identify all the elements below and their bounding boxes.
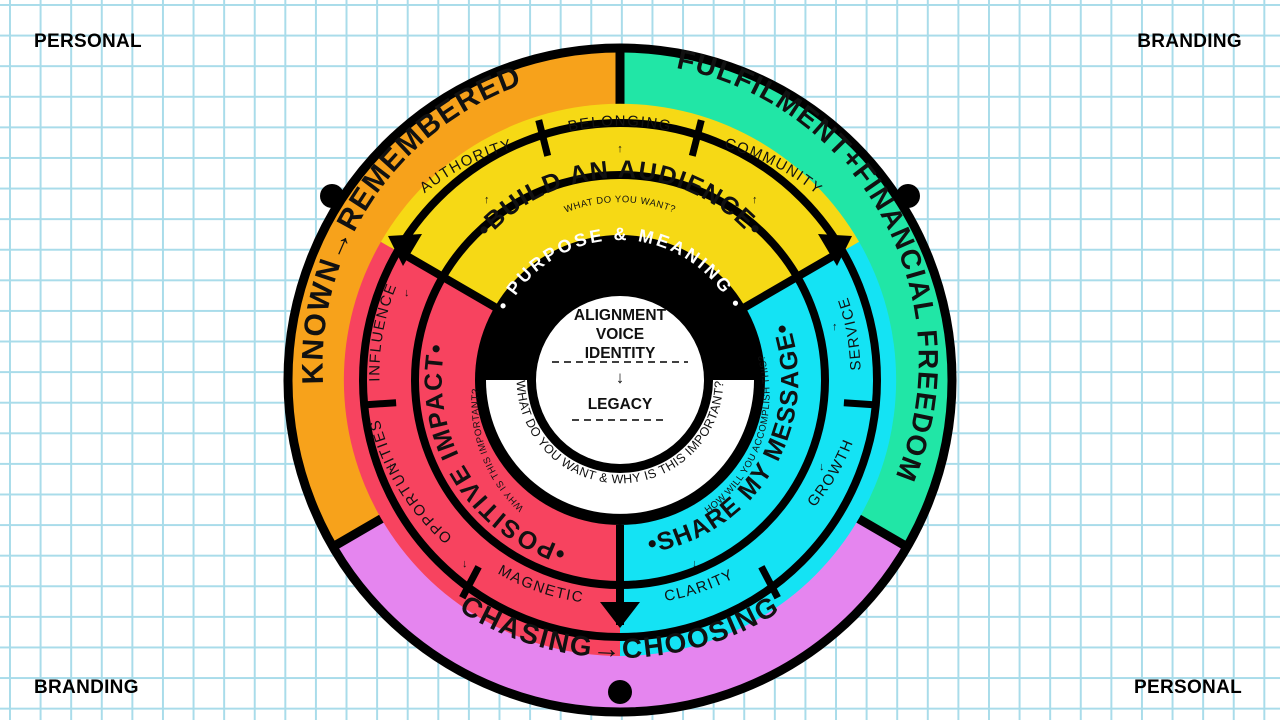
svg-text:↑: ↑ — [617, 143, 623, 155]
core-inner-white — [536, 296, 704, 464]
svg-text:↓: ↓ — [388, 461, 394, 473]
svg-text:↓: ↓ — [819, 461, 825, 473]
middle-ring-border — [359, 119, 881, 641]
svg-text:↑: ↑ — [752, 194, 758, 206]
svg-text:↑: ↑ — [832, 321, 838, 333]
svg-text:↑: ↑ — [484, 194, 490, 206]
core-identity: IDENTITY — [585, 345, 656, 362]
arrow-down-icon — [600, 602, 640, 628]
core-legacy: LEGACY — [588, 396, 653, 413]
svg-text:↓: ↓ — [404, 287, 410, 299]
outer-ring-border — [283, 43, 957, 717]
outer-ring-dots — [320, 184, 920, 704]
core-voice: VOICE — [596, 326, 644, 343]
corner-label-bottom-left: BRANDING — [34, 677, 139, 698]
arrowheads — [388, 234, 852, 628]
svg-text:↓: ↓ — [462, 558, 468, 570]
core-alignment: ALIGNMENT — [574, 307, 667, 324]
middle-ring-ticks — [360, 119, 880, 600]
arrow-up-right-icon — [818, 234, 852, 266]
arrow-up-left-icon — [388, 234, 422, 266]
label-belonging: BELONGING — [566, 113, 673, 136]
small-ring-arrows: ↑ ↑ ↑ ↓ ↓ ↓ ↓ ↓ ↑ — [388, 143, 838, 570]
core-down-arrow-icon: ↓ — [616, 368, 625, 387]
corner-label-bottom-right: PERSONAL — [1134, 677, 1242, 698]
corner-label-top-right: BRANDING — [1137, 31, 1242, 52]
corner-label-top-left: PERSONAL — [34, 31, 142, 52]
svg-text:↓: ↓ — [692, 558, 698, 570]
